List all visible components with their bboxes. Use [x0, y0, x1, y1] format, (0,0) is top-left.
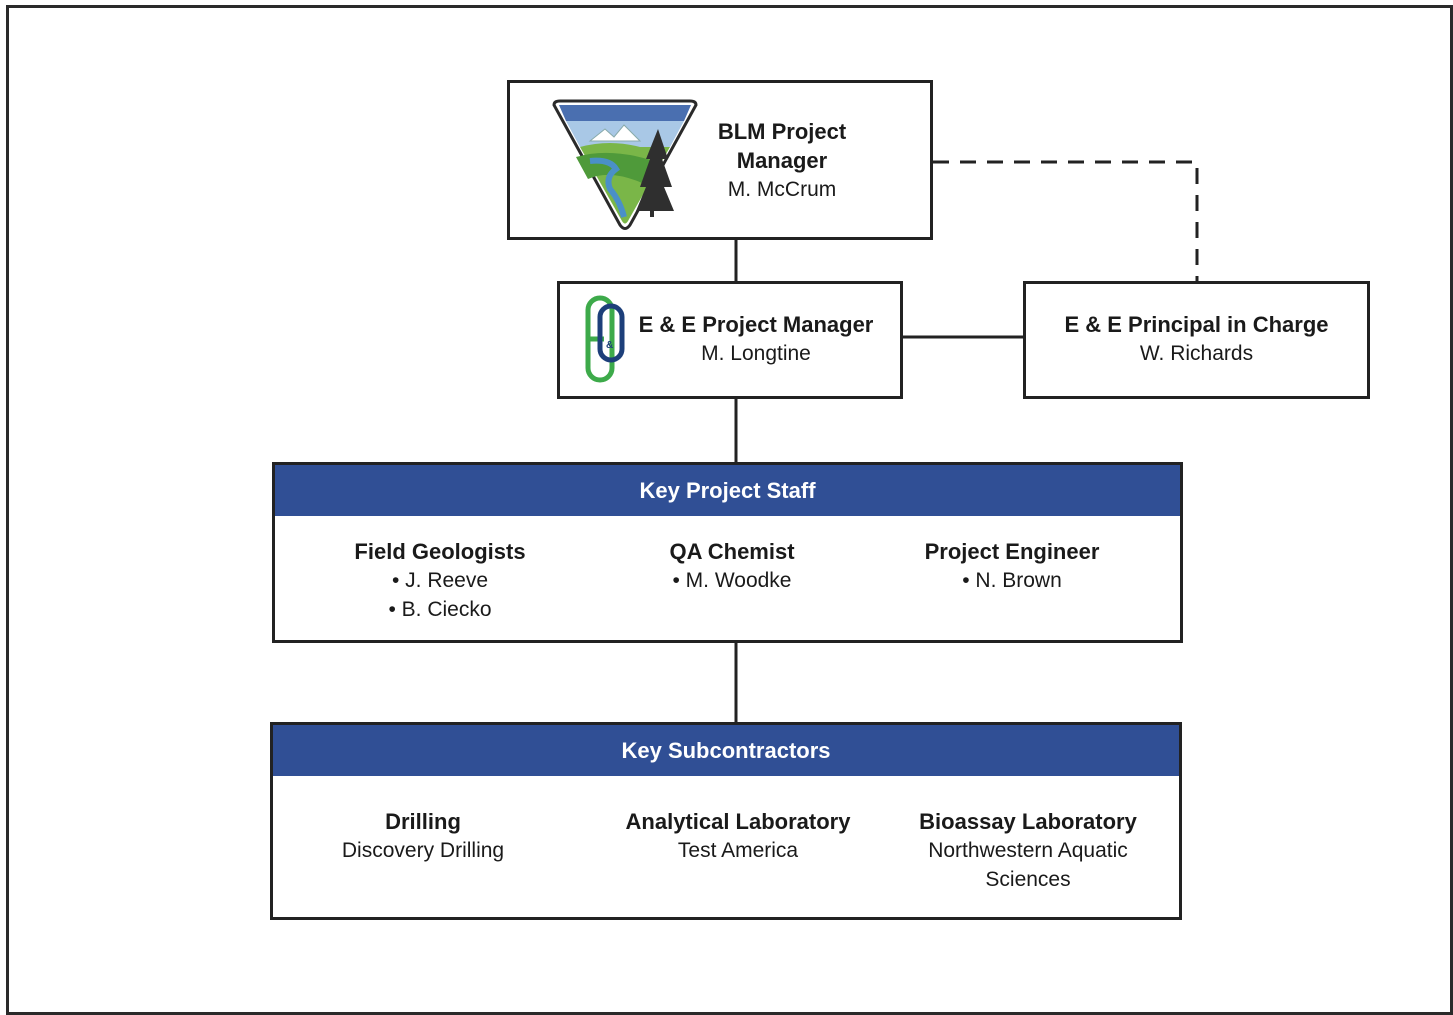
staff-panel-header: Key Project Staff — [275, 465, 1180, 516]
blm-project-manager-box: BLM Project Manager M. McCrum — [507, 80, 933, 240]
ee-logo-icon: & — [585, 295, 625, 383]
staff-member: • M. Woodke — [672, 569, 792, 592]
staff-member: • B. Ciecko — [388, 598, 492, 621]
staff-column-title: Project Engineer — [924, 539, 1100, 564]
blm-pm-role: BLM Project Manager — [717, 119, 847, 173]
staff-column-project-engineer: Project Engineer • N. Brown — [897, 537, 1127, 595]
subcontractor-name: Test America — [677, 839, 799, 862]
subs-column-title: Bioassay Laboratory — [919, 809, 1137, 834]
blm-logo-icon — [552, 99, 698, 230]
subcontractor-name: Northwestern Aquatic — [928, 839, 1128, 862]
connector-blm-to-principal-dashed — [933, 160, 1199, 281]
subs-column-bioassay-lab: Bioassay Laboratory Northwestern Aquatic… — [903, 807, 1153, 894]
subs-panel-header: Key Subcontractors — [273, 725, 1179, 776]
staff-column-title: Field Geologists — [354, 539, 526, 564]
staff-column-qa-chemist: QA Chemist • M. Woodke — [637, 537, 827, 595]
svg-text:&: & — [606, 340, 613, 351]
subcontractor-name: Sciences — [985, 868, 1071, 891]
subs-column-title: Analytical Laboratory — [625, 809, 851, 834]
ee-project-manager-box: & E & E Project Manager M. Longtine — [557, 281, 903, 399]
subcontractor-name: Discovery Drilling — [341, 839, 505, 862]
staff-member: • J. Reeve — [391, 569, 489, 592]
ee-principal-box: E & E Principal in Charge W. Richards — [1023, 281, 1370, 399]
subs-column-title: Drilling — [385, 809, 461, 834]
subs-column-analytical-lab: Analytical Laboratory Test America — [613, 807, 863, 865]
principal-text: E & E Principal in Charge W. Richards — [1026, 310, 1367, 368]
ee-pm-role: E & E Project Manager — [638, 312, 874, 337]
staff-member: • N. Brown — [962, 569, 1062, 592]
principal-name: W. Richards — [1139, 342, 1254, 365]
staff-column-title: QA Chemist — [669, 539, 795, 564]
blm-pm-text: BLM Project Manager M. McCrum — [702, 117, 862, 204]
subs-column-drilling: Drilling Discovery Drilling — [313, 807, 533, 865]
blm-pm-name: M. McCrum — [727, 178, 837, 201]
ee-pm-text: E & E Project Manager M. Longtine — [632, 310, 880, 368]
key-subcontractors-panel: Key Subcontractors Drilling Discovery Dr… — [270, 722, 1182, 920]
key-project-staff-panel: Key Project Staff Field Geologists • J. … — [272, 462, 1183, 643]
ee-pm-name: M. Longtine — [701, 342, 811, 365]
principal-role: E & E Principal in Charge — [1064, 312, 1329, 337]
staff-column-field-geologists: Field Geologists • J. Reeve • B. Ciecko — [325, 537, 555, 624]
